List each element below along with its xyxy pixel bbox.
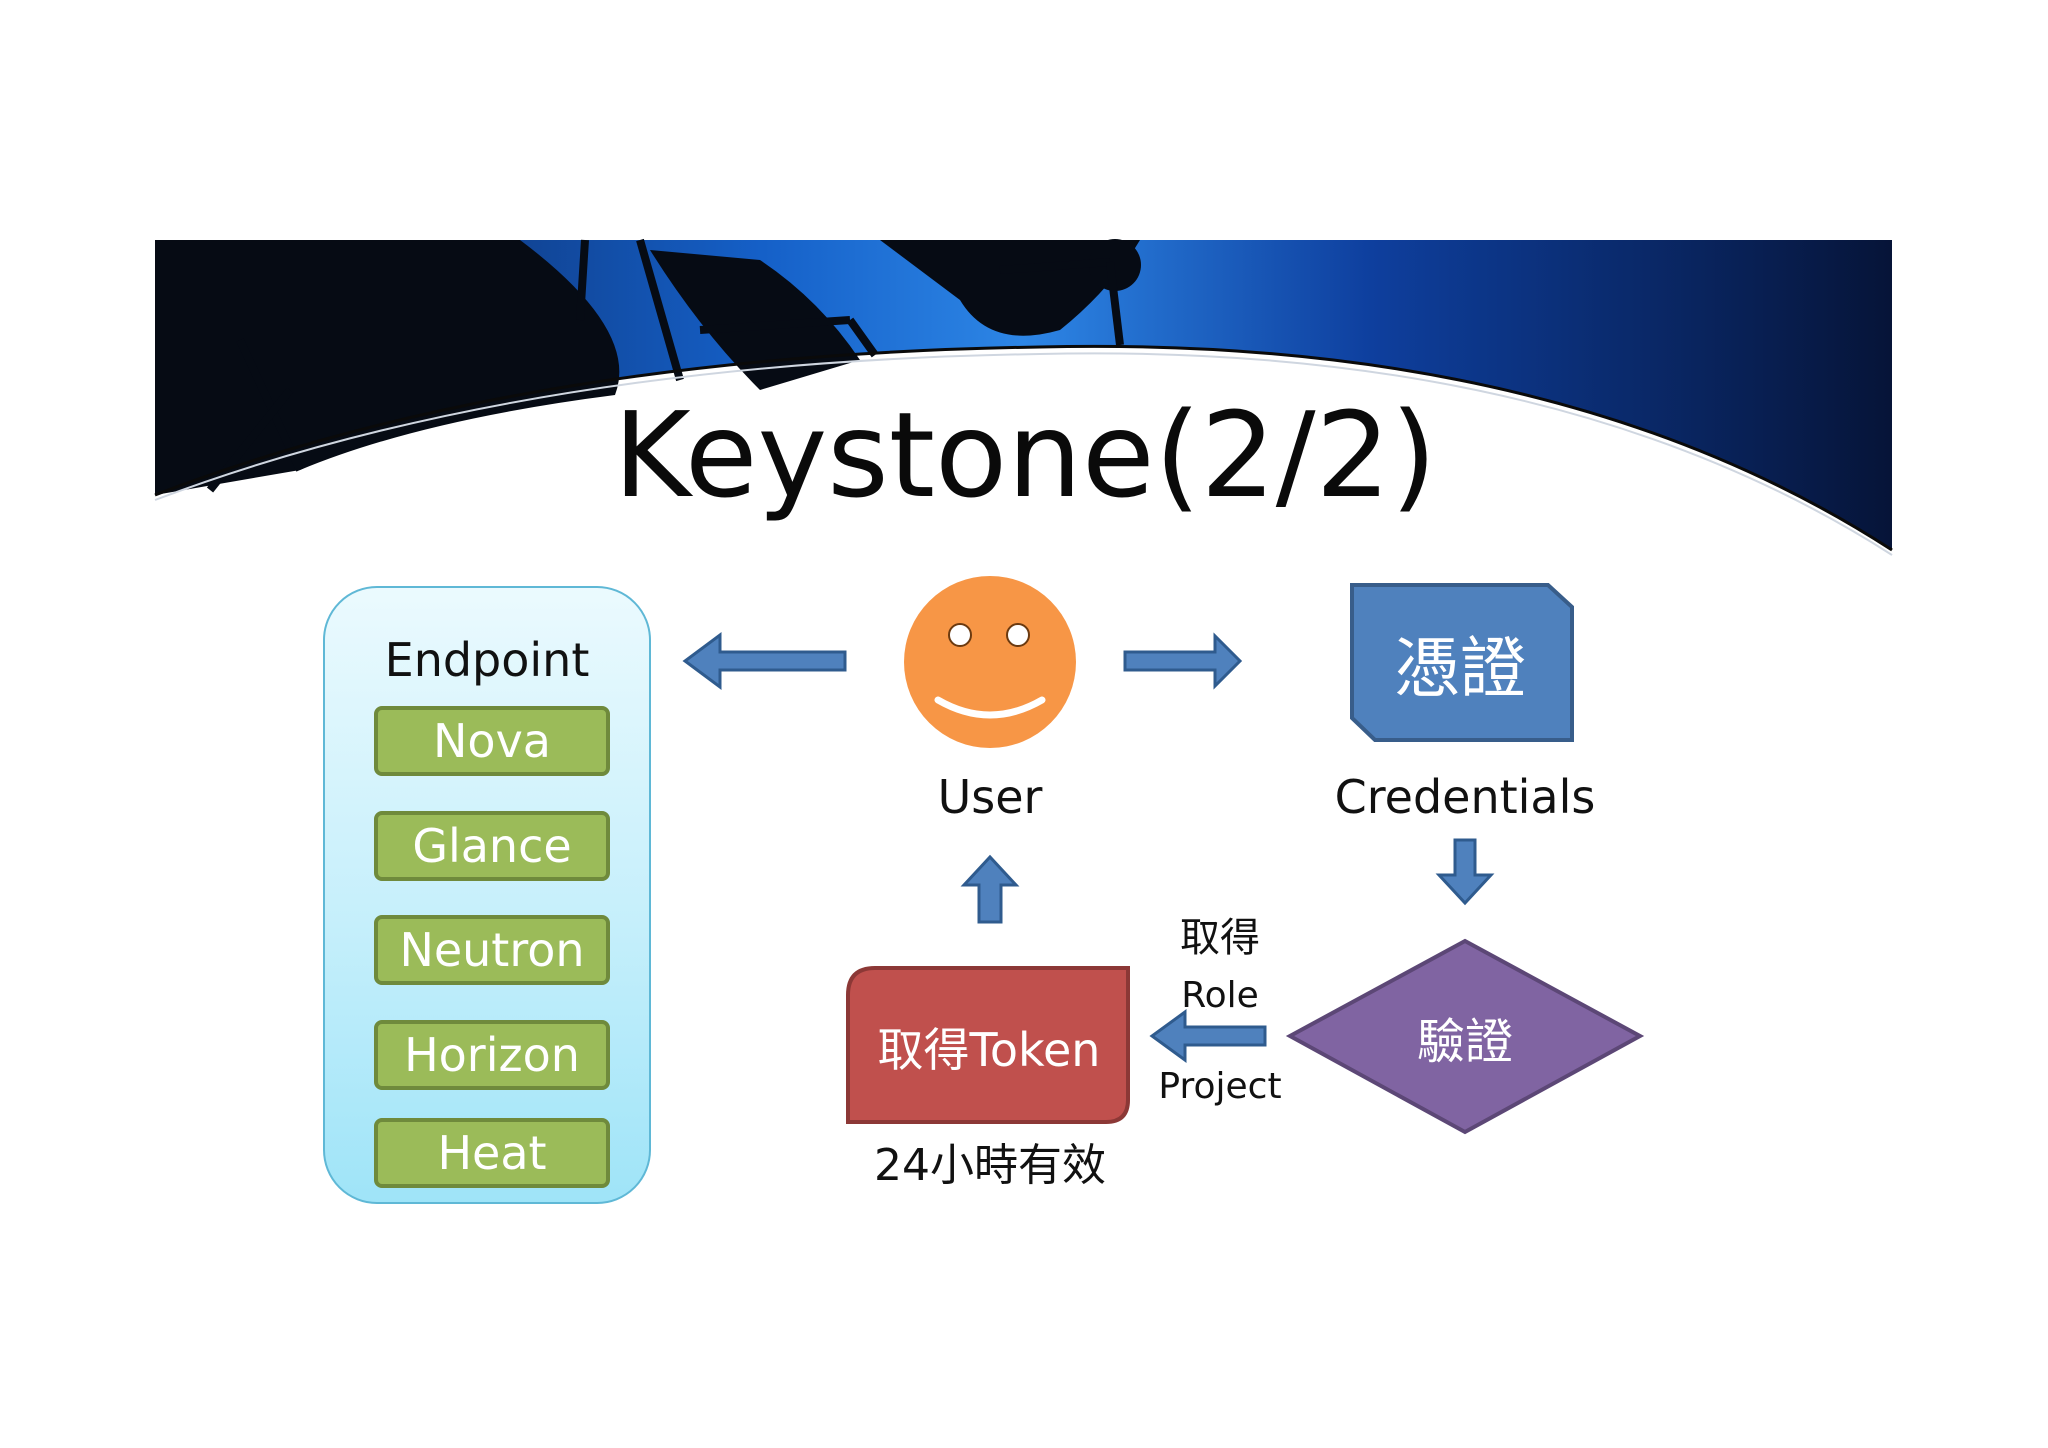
arrow-left-endpoint-icon xyxy=(682,632,847,690)
arrow-down-verify-icon xyxy=(1435,838,1495,906)
credentials-box-text: 憑證 xyxy=(1394,630,1526,707)
service-horizon: Horizon xyxy=(374,1020,610,1090)
page-title: Keystone(2/2) xyxy=(613,386,1437,524)
token-validity-label: 24小時有效 xyxy=(874,1140,1106,1191)
get-label: 取得 xyxy=(1180,915,1260,961)
endpoint-label: Endpoint xyxy=(384,633,590,687)
service-heat: Heat xyxy=(374,1118,610,1188)
credentials-label: Credentials xyxy=(1334,770,1596,824)
service-glance: Glance xyxy=(374,811,610,881)
user-smiley-icon xyxy=(904,576,1076,748)
arrow-up-user-icon xyxy=(960,854,1020,924)
token-label: 取得Token xyxy=(877,1023,1101,1077)
arrow-left-token-icon xyxy=(1149,1009,1267,1063)
project-label: Project xyxy=(1158,1065,1282,1107)
role-label: Role xyxy=(1181,974,1259,1016)
verify-diamond xyxy=(1285,938,1645,1135)
credentials-box xyxy=(1350,583,1574,742)
service-neutron: Neutron xyxy=(374,915,610,985)
verify-label: 驗證 xyxy=(1416,1014,1513,1070)
token-box xyxy=(846,966,1130,1124)
user-label: User xyxy=(937,770,1043,824)
endpoint-panel xyxy=(323,586,651,1204)
arrow-right-credentials-icon xyxy=(1123,632,1243,690)
service-nova: Nova xyxy=(374,706,610,776)
